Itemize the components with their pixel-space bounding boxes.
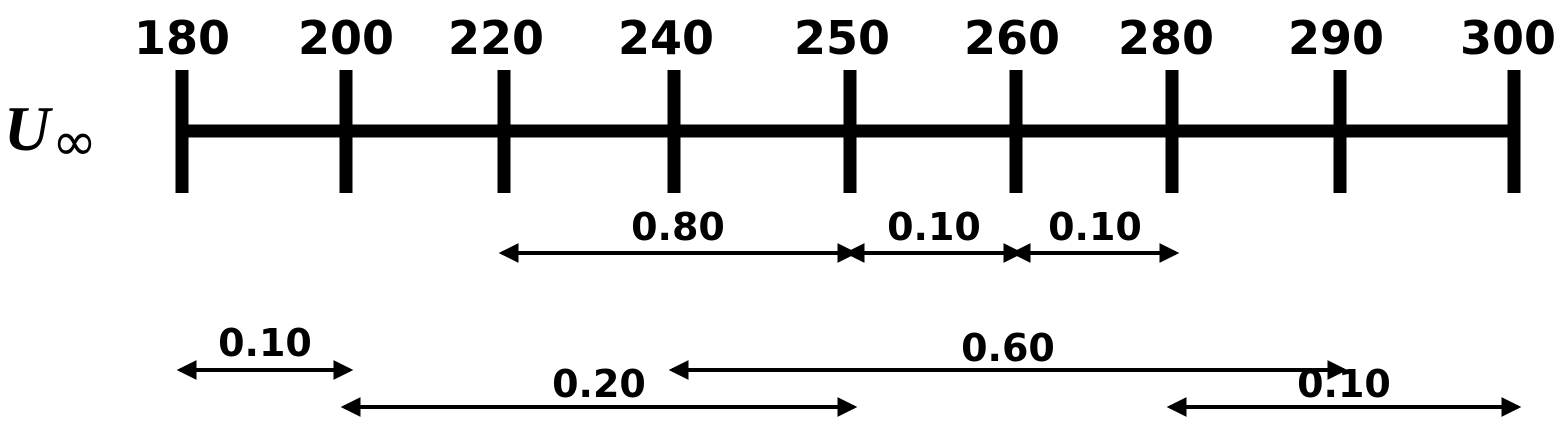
interval-label: 0.10 [218, 321, 312, 365]
axis-tick-label: 300 [1460, 11, 1554, 65]
interval-label: 0.10 [1297, 362, 1391, 406]
axis-tick-label: 250 [794, 11, 890, 65]
variable-symbol: U [4, 93, 53, 164]
axis-tick-label: 220 [448, 11, 544, 65]
axis-tick-label: 180 [134, 11, 230, 65]
axis-tick-label: 290 [1288, 11, 1384, 65]
interval-label: 0.10 [887, 205, 981, 249]
variable-subscript: ∞ [52, 110, 97, 173]
interval-arrows: 0.80 0.10 0.10 0.10 0.60 0.20 0.10 [176, 205, 1522, 417]
interval-label: 0.60 [961, 326, 1055, 370]
axis-tick-label: 200 [298, 11, 394, 65]
axis-tick-label: 280 [1118, 11, 1214, 65]
axis-tick-label: 240 [618, 11, 714, 65]
interval-label: 0.20 [552, 362, 646, 406]
axis-tick-labels: 180 200 220 240 250 260 280 290 300 [134, 11, 1554, 65]
interval-label: 0.10 [1048, 205, 1142, 249]
axis-tick-label: 260 [964, 11, 1060, 65]
interval-label: 0.80 [631, 205, 725, 249]
axis-ticks [175, 70, 1521, 193]
